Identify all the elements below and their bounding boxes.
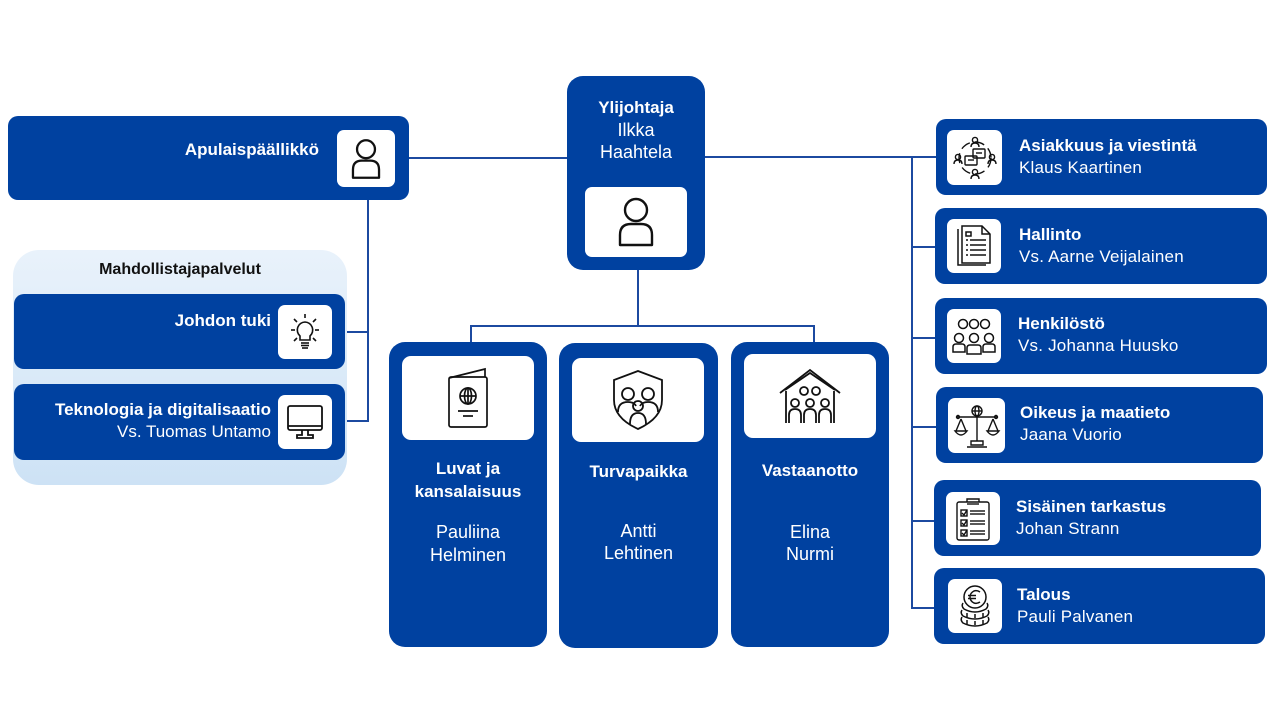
unit-johdon-tuki[interactable]: Johdon tuki [14, 294, 345, 369]
connector-staff-2 [911, 246, 937, 248]
checklist-clipboard-icon [956, 497, 990, 541]
staff-unit-title: Oikeus ja maatieto [1020, 403, 1171, 422]
connector-director-down [637, 268, 639, 326]
connector-core-1 [470, 325, 472, 343]
core-unit-icon-frame [572, 358, 704, 442]
core-unit-turvapaikka[interactable]: Turvapaikka Antti Lehtinen [559, 343, 718, 648]
shield-family-icon [613, 370, 663, 430]
core-unit-name-line2: Helminen [429, 545, 507, 565]
staff-unit-sisainen-tarkastus[interactable]: Sisäinen tarkastus Johan Strann [934, 480, 1261, 556]
director-name-line1: Ilkka [617, 120, 655, 140]
core-unit-name-line2: Lehtinen [603, 543, 674, 563]
deputy-icon-frame [337, 130, 395, 187]
staff-unit-title: Henkilöstö [1018, 314, 1105, 333]
core-unit-name-line1: Elina [789, 522, 831, 542]
connector-enabling-2 [345, 420, 368, 422]
unit-teknologia-digitalisaatio[interactable]: Teknologia ja digitalisaatio Vs. Tuomas … [14, 384, 345, 460]
connector-core-horizontal [470, 325, 814, 327]
deputy-box[interactable]: Apulaispäällikkö [8, 116, 409, 200]
connector-staff-4 [911, 426, 937, 428]
staff-unit-icon-frame [947, 309, 1001, 363]
core-unit-icon-frame [402, 356, 534, 440]
unit-title: Johdon tuki [174, 311, 271, 330]
staff-unit-title: Hallinto [1019, 225, 1082, 244]
staff-unit-talous[interactable]: Talous Pauli Palvanen [934, 568, 1265, 644]
unit-icon-frame [278, 395, 332, 449]
staff-unit-person: Vs. Aarne Veijalainen [1019, 247, 1184, 266]
enabling-services-title: Mahdollistajapalvelut [99, 261, 261, 278]
staff-unit-henkilosto[interactable]: Henkilöstö Vs. Johanna Huusko [935, 298, 1267, 374]
euro-coins-icon [960, 585, 990, 627]
connector-director-staff [705, 156, 913, 158]
core-unit-icon-frame [744, 354, 876, 438]
core-unit-title-line1: Vastaanotto [761, 461, 859, 480]
core-unit-vastaanotto[interactable]: Vastaanotto Elina Nurmi [731, 342, 889, 647]
scales-globe-icon [953, 404, 1000, 448]
core-unit-luvat-kansalaisuus[interactable]: Luvat ja kansalaisuus Pauliina Helminen [389, 342, 547, 647]
staff-unit-title: Asiakkuus ja viestintä [1019, 136, 1197, 155]
staff-unit-oikeus-maatieto[interactable]: Oikeus ja maatieto Jaana Vuorio [936, 387, 1263, 463]
person-icon [618, 197, 654, 247]
monitor-icon [287, 405, 323, 439]
staff-unit-person: Jaana Vuorio [1020, 425, 1122, 444]
unit-title: Teknologia ja digitalisaatio [54, 400, 271, 419]
staff-unit-icon-frame [948, 579, 1002, 633]
connector-staff-5 [911, 520, 937, 522]
director-box[interactable]: Ylijohtaja Ilkka Haahtela [567, 76, 705, 270]
unit-person: Vs. Tuomas Untamo [116, 422, 271, 441]
connector-deputy-down [367, 198, 369, 422]
staff-unit-icon-frame [948, 398, 1005, 453]
staff-unit-icon-frame [947, 219, 1001, 273]
core-unit-name-line1: Antti [620, 521, 657, 541]
director-icon-frame [585, 187, 687, 257]
core-unit-title-line1: Luvat ja [435, 459, 501, 478]
staff-unit-person: Klaus Kaartinen [1019, 158, 1143, 177]
connector-deputy-director [408, 157, 568, 159]
core-unit-title-line1: Turvapaikka [589, 462, 688, 481]
document-icon [957, 225, 991, 266]
staff-unit-icon-frame [946, 492, 1000, 545]
staff-unit-title: Talous [1017, 585, 1071, 604]
core-unit-title-line2: kansalaisuus [414, 482, 522, 501]
connector-staff-3 [911, 337, 937, 339]
connector-core-3 [813, 325, 815, 343]
communication-network-icon [952, 136, 997, 179]
people-group-icon [952, 318, 996, 355]
staff-unit-icon-frame [947, 130, 1002, 185]
core-unit-name-line1: Pauliina [435, 522, 501, 542]
house-people-icon [779, 368, 841, 423]
staff-unit-person: Johan Strann [1016, 519, 1120, 538]
staff-unit-title: Sisäinen tarkastus [1016, 497, 1167, 516]
connector-staff-6 [911, 607, 937, 609]
director-title: Ylijohtaja [598, 98, 674, 117]
staff-unit-person: Vs. Johanna Huusko [1018, 336, 1179, 355]
passport-icon [448, 367, 488, 428]
director-name-line2: Haahtela [599, 142, 673, 162]
core-unit-name-line2: Nurmi [786, 544, 834, 564]
connector-staff-1 [911, 156, 937, 158]
deputy-title: Apulaispäällikkö [184, 140, 319, 159]
staff-unit-asiakkuus-viestinta[interactable]: Asiakkuus ja viestintä Klaus Kaartinen [936, 119, 1267, 195]
unit-icon-frame [278, 305, 332, 359]
staff-unit-hallinto[interactable]: Hallinto Vs. Aarne Veijalainen [935, 208, 1267, 284]
connector-enabling-1 [345, 331, 368, 333]
connector-staff-spine [911, 156, 913, 609]
staff-unit-person: Pauli Palvanen [1017, 607, 1134, 626]
lightbulb-icon [291, 314, 319, 349]
person-icon [351, 138, 381, 179]
